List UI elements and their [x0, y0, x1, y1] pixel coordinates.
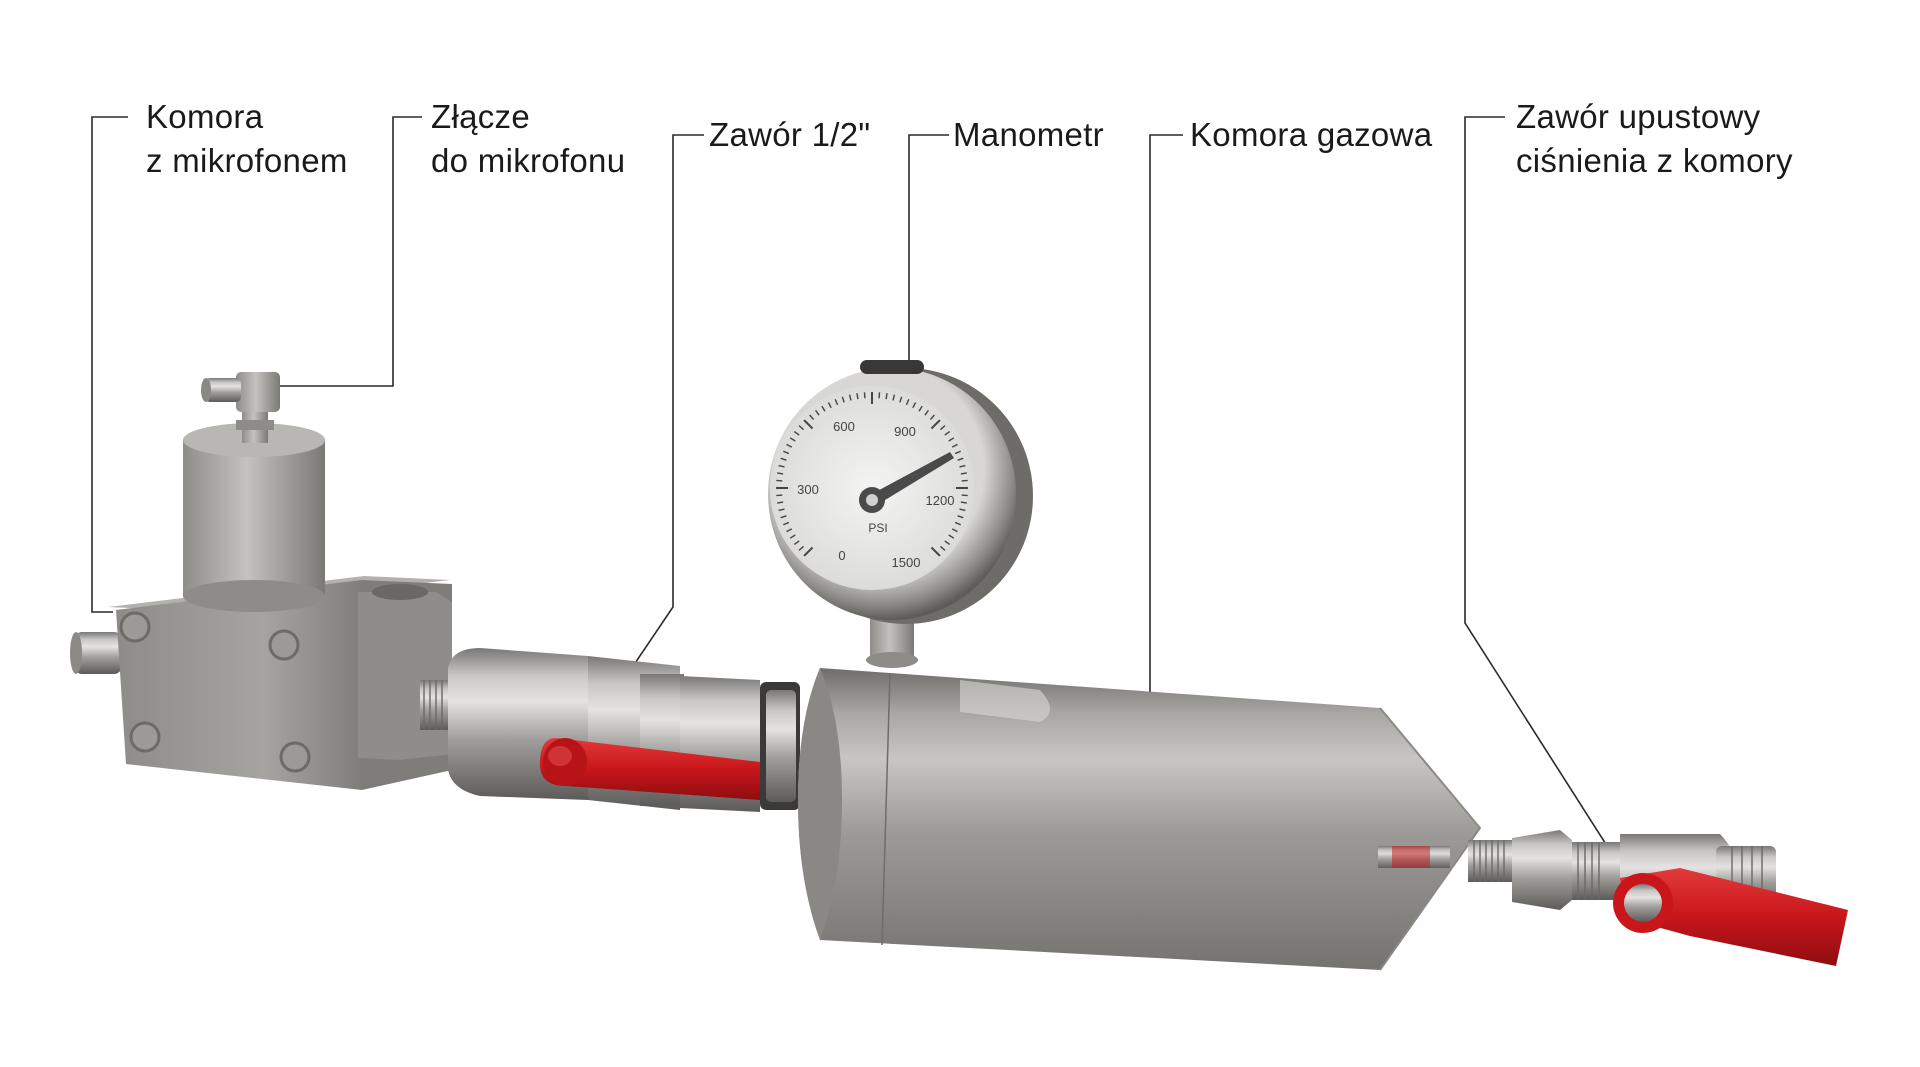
label-relief-valve: Zawór upustowy ciśnienia z komory [1516, 95, 1793, 183]
gauge-label-600: 600 [833, 419, 855, 434]
label-gas-chamber: Komora gazowa [1190, 113, 1432, 157]
leader-relief-valve [1464, 116, 1638, 894]
gauge-minor-tick [892, 394, 896, 401]
gauge-major-tick [930, 546, 941, 557]
leader-mic-chamber [91, 116, 128, 613]
gauge-major-tick [930, 419, 941, 430]
gauge-minor-tick [777, 472, 784, 475]
gauge-minor-tick [798, 545, 805, 551]
gauge-minor-tick [834, 399, 839, 406]
gauge-minor-tick [827, 402, 832, 409]
gauge-label-0: 0 [838, 548, 845, 563]
leader-lines [91, 116, 1638, 894]
gauge-minor-tick [939, 545, 946, 551]
label-mic-connector: Złącze do mikrofonu [431, 95, 625, 183]
gauge-major-tick [803, 419, 814, 430]
gauge-unit: PSI [868, 521, 887, 535]
gauge-minor-tick [944, 431, 951, 436]
gauge-label-300: 300 [797, 482, 819, 497]
half-inch-valve-handle [540, 738, 760, 800]
gauge-minor-tick [798, 425, 805, 431]
gauge-minor-tick [789, 534, 796, 539]
gas-chamber-body [798, 668, 1482, 971]
gauge-label-900: 900 [894, 424, 916, 439]
gauge-minor-tick [954, 450, 961, 455]
gauge-minor-tick [918, 405, 923, 412]
label-gas-chamber-text: Komora gazowa [1190, 116, 1433, 153]
gauge-minor-tick [885, 393, 888, 400]
gauge-minor-tick [899, 396, 903, 403]
label-mic-connector-line2: do mikrofonu [431, 142, 626, 179]
gauge-label-1200: 1200 [926, 493, 955, 508]
gauge-minor-tick [783, 450, 790, 455]
gauge-minor-tick [957, 515, 964, 519]
gauge-minor-tick [959, 464, 966, 468]
gauge-minor-tick [786, 443, 793, 448]
gauge-minor-tick [789, 437, 796, 442]
gauge-minor-tick [848, 394, 852, 401]
gauge-minor-tick [780, 457, 787, 461]
label-manometer-text: Manometr [953, 116, 1104, 153]
gauge-minor-tick [793, 431, 800, 436]
gauge-minor-tick [948, 534, 955, 539]
label-mic-chamber: Komora z mikrofonem [146, 95, 348, 183]
gauge-minor-tick [939, 425, 946, 431]
label-mic-chamber-line2: z mikrofonem [146, 142, 348, 179]
gauge-ticks [776, 392, 968, 557]
label-relief-valve-line1: Zawór upustowy [1516, 98, 1761, 135]
gauge-minor-tick [944, 540, 951, 545]
gauge-label-1500: 1500 [892, 555, 921, 570]
gauge-minor-tick [951, 443, 958, 448]
gauge-minor-tick [778, 508, 785, 512]
gauge-minor-tick [929, 414, 935, 421]
gauge-minor-tick [777, 501, 784, 504]
gauge-minor-tick [809, 414, 815, 421]
relief-valve-assembly [1378, 830, 1848, 966]
leader-mic-connector [273, 116, 422, 387]
gauge-minor-tick [815, 409, 820, 416]
gauge-minor-tick [924, 409, 929, 416]
leader-manometer [908, 134, 949, 361]
gauge-minor-tick [778, 464, 785, 468]
manometer-assembly: 0 300 600 900 1200 1500 PSI [768, 360, 1033, 668]
label-manometer: Manometr [953, 113, 1104, 157]
mic-chamber-assembly [70, 372, 452, 790]
label-mic-chamber-line1: Komora [146, 98, 264, 135]
block-coupling [420, 680, 450, 730]
gauge-minor-tick [954, 521, 961, 526]
gauge-minor-tick [957, 457, 964, 461]
gauge-minor-tick [780, 515, 787, 519]
gauge-minor-tick [951, 528, 958, 533]
gauge-minor-tick [912, 402, 917, 409]
gauge-scale-labels: 0 300 600 900 1200 1500 [797, 419, 954, 570]
gauge-minor-tick [959, 508, 966, 512]
gauge-needle [859, 452, 954, 513]
label-valve-half-inch: Zawór 1/2" [709, 113, 870, 157]
gauge-minor-tick [960, 501, 967, 504]
leader-gas-chamber [1149, 134, 1183, 796]
gauge-major-tick [803, 546, 814, 557]
gauge-minor-tick [960, 472, 967, 475]
gauge-minor-tick [786, 528, 793, 533]
gauge-minor-tick [841, 396, 845, 403]
gauge-minor-tick [905, 399, 910, 406]
gauge-minor-tick [856, 393, 859, 400]
label-valve-half-inch-text: Zawór 1/2" [709, 116, 871, 153]
gauge-minor-tick [948, 437, 955, 442]
gauge-minor-tick [821, 405, 826, 412]
gauge-minor-tick [793, 540, 800, 545]
gauge-minor-tick [783, 521, 790, 526]
label-relief-valve-line2: ciśnienia z komory [1516, 142, 1793, 179]
label-mic-connector-line1: Złącze [431, 98, 530, 135]
